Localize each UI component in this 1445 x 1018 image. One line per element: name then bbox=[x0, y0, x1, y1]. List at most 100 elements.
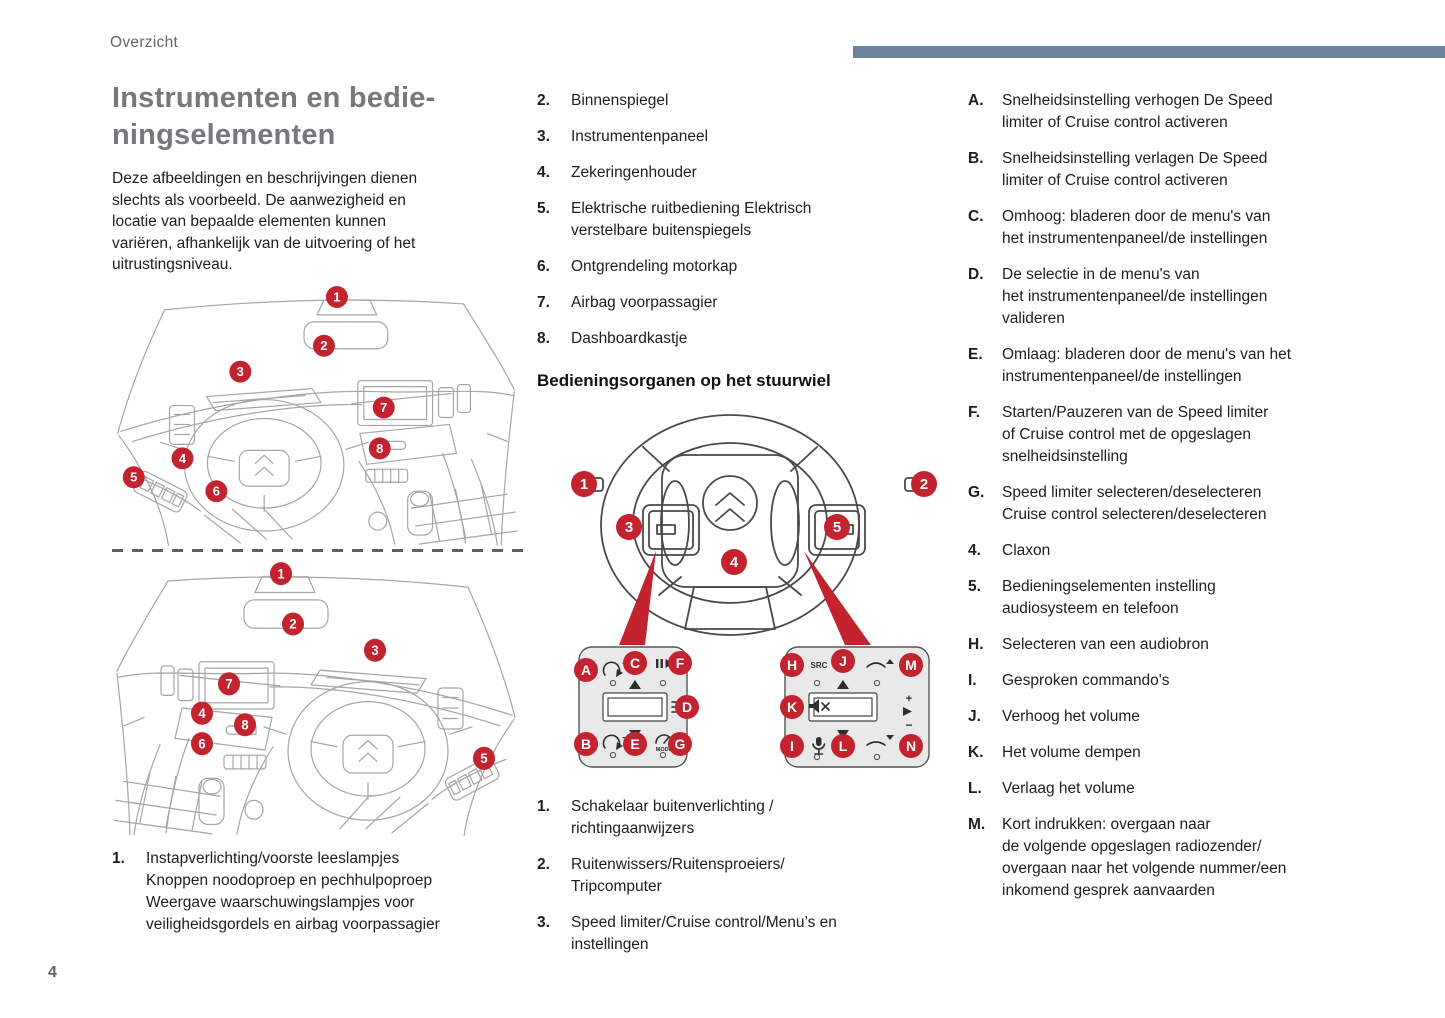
item-text: Snelheidsinstelling verlagen De Speed li… bbox=[1002, 150, 1268, 189]
item-text: De selectie in de menu's van het instrum… bbox=[1002, 266, 1268, 327]
svg-text:K: K bbox=[787, 699, 797, 715]
callout-8: 8 bbox=[368, 436, 391, 459]
steering-wheel-sketch bbox=[576, 414, 932, 636]
list-item: F.Starten/Pauzeren van de Speed limiter … bbox=[968, 402, 1413, 468]
svg-text:4: 4 bbox=[179, 450, 187, 465]
item-number: 1. bbox=[537, 798, 550, 815]
item-key: L. bbox=[968, 780, 982, 797]
svg-text:2: 2 bbox=[320, 338, 327, 353]
svg-text:−: − bbox=[905, 718, 912, 732]
svg-text:1: 1 bbox=[580, 476, 588, 493]
list-item: 2.Ruitenwissers/Ruitensproeiers/ Tripcom… bbox=[537, 854, 955, 898]
svg-text:4: 4 bbox=[198, 705, 206, 720]
volume-rocker-icon: + − bbox=[903, 693, 913, 732]
callout-M: M bbox=[899, 653, 923, 677]
callout-5: 5 bbox=[824, 514, 850, 540]
item-key: H. bbox=[968, 636, 984, 653]
callout-K: K bbox=[780, 695, 804, 719]
phone-pickup-icon bbox=[866, 659, 894, 668]
list-item: 8.Dashboardkastje bbox=[537, 328, 955, 350]
list-item: 5. Bedieningselementen instelling audiosy… bbox=[968, 576, 1413, 620]
item-number: 5. bbox=[537, 200, 550, 217]
item-key: A. bbox=[968, 92, 984, 109]
callout-4: 4 bbox=[721, 549, 747, 575]
svg-text:1: 1 bbox=[277, 566, 285, 581]
left-keypad: + − MODE bbox=[574, 646, 699, 768]
callout-7: 7 bbox=[218, 671, 240, 695]
list-item: C.Omhoog: bladeren door de menu's van he… bbox=[968, 206, 1413, 250]
item-text: Verhoog het volume bbox=[1002, 708, 1140, 725]
dashboard-figure-lhd: 1 2 3 7 8 4 5 6 bbox=[117, 285, 518, 546]
item-text: Airbag voorpassagier bbox=[571, 294, 718, 311]
svg-text:7: 7 bbox=[380, 400, 387, 415]
callout-6: 6 bbox=[205, 479, 228, 502]
list-item: 6.Ontgrendeling motorkap bbox=[537, 256, 955, 278]
item-key: 4. bbox=[968, 542, 981, 559]
svg-text:H: H bbox=[787, 657, 797, 673]
item-number: 6. bbox=[537, 258, 550, 275]
item-key: I. bbox=[968, 672, 977, 689]
item-text: Elektrische ruitbediening Elektrisch ver… bbox=[571, 200, 812, 239]
svg-text:MODE: MODE bbox=[656, 747, 673, 753]
item-text: Instapverlichting/voorste leeslampjes Kn… bbox=[146, 849, 440, 933]
item-key: M. bbox=[968, 816, 986, 833]
callout-5: 5 bbox=[122, 465, 145, 488]
callout-N: N bbox=[899, 734, 923, 758]
item-text: Bedieningselementen instelling audiosyst… bbox=[1002, 578, 1216, 617]
item-key: 5. bbox=[968, 578, 981, 595]
callout-A: A bbox=[574, 658, 598, 682]
section-header: Overzicht bbox=[110, 34, 179, 51]
callout-1: 1 bbox=[571, 471, 597, 497]
svg-text:8: 8 bbox=[241, 717, 248, 732]
item-text: Kort indrukken: overgaan naar de volgend… bbox=[1002, 816, 1287, 899]
list-item: 4.Zekeringenhouder bbox=[537, 162, 955, 184]
item-key: D. bbox=[968, 266, 984, 283]
callout-5: 5 bbox=[473, 746, 495, 770]
item-text: Schakelaar buitenverlichting / richtinga… bbox=[571, 798, 774, 837]
item-text: Snelheidsinstelling verhogen De Speed li… bbox=[1002, 92, 1273, 131]
list-item: 1. Schakelaar buitenverlichting / richtin… bbox=[537, 796, 955, 840]
item-key: G. bbox=[968, 484, 985, 501]
left-column: Instrumenten en bedie- ningselementen De… bbox=[112, 80, 524, 950]
item-number: 4. bbox=[537, 164, 550, 181]
item-key: J. bbox=[968, 708, 981, 725]
list-item: D. De selectie in de menu's van het instr… bbox=[968, 264, 1413, 330]
callout-3: 3 bbox=[364, 638, 386, 662]
list-item: B. Snelheidsinstelling verlagen De Speed … bbox=[968, 148, 1413, 192]
item-text: Instrumentenpaneel bbox=[571, 128, 709, 145]
svg-text:I: I bbox=[790, 738, 794, 754]
callout-6: 6 bbox=[191, 731, 213, 755]
svg-text:5: 5 bbox=[480, 750, 488, 765]
right-column: A. Snelheidsinstelling verhogen De Speed … bbox=[968, 90, 1413, 916]
middle-column: 2.Binnenspiegel 3.Instrumentenpaneel 4.Z… bbox=[537, 85, 955, 970]
item-number: 7. bbox=[537, 294, 550, 311]
item-text: Gesproken commando's bbox=[1002, 672, 1170, 689]
accent-bar bbox=[853, 46, 1445, 58]
list-item: A. Snelheidsinstelling verhogen De Speed … bbox=[968, 90, 1413, 134]
callout-B: B bbox=[574, 732, 598, 756]
svg-text:6: 6 bbox=[198, 736, 205, 751]
item-number: 8. bbox=[537, 330, 550, 347]
item-text: Speed limiter selecteren/deselecteren Cr… bbox=[1002, 484, 1267, 523]
item-text: Het volume dempen bbox=[1002, 744, 1141, 761]
list-item: K.Het volume dempen bbox=[968, 742, 1413, 764]
dashed-divider bbox=[112, 548, 524, 552]
citroen-logo bbox=[702, 475, 758, 531]
svg-text:C: C bbox=[630, 655, 640, 671]
list-item: I. Gesproken commando's bbox=[968, 670, 1413, 692]
item-text: Claxon bbox=[1002, 542, 1051, 559]
svg-text:8: 8 bbox=[376, 440, 383, 455]
svg-text:5: 5 bbox=[130, 469, 137, 484]
svg-text:3: 3 bbox=[625, 519, 633, 536]
callout-3: 3 bbox=[616, 514, 642, 540]
svg-text:2: 2 bbox=[920, 476, 928, 493]
callout-4: 4 bbox=[191, 701, 213, 725]
page-title: Instrumenten en bedie- ningselementen bbox=[112, 82, 436, 151]
svg-text:M: M bbox=[905, 657, 917, 673]
list-item: 5. Elektrische ruitbediening Elektrisch v… bbox=[537, 198, 955, 242]
dashboard-figure-rhd: 1 2 3 7 4 8 6 5 bbox=[113, 561, 516, 836]
list-item: 3.Instrumentenpaneel bbox=[537, 126, 955, 148]
item-key: B. bbox=[968, 150, 984, 167]
callout-3: 3 bbox=[229, 360, 252, 383]
